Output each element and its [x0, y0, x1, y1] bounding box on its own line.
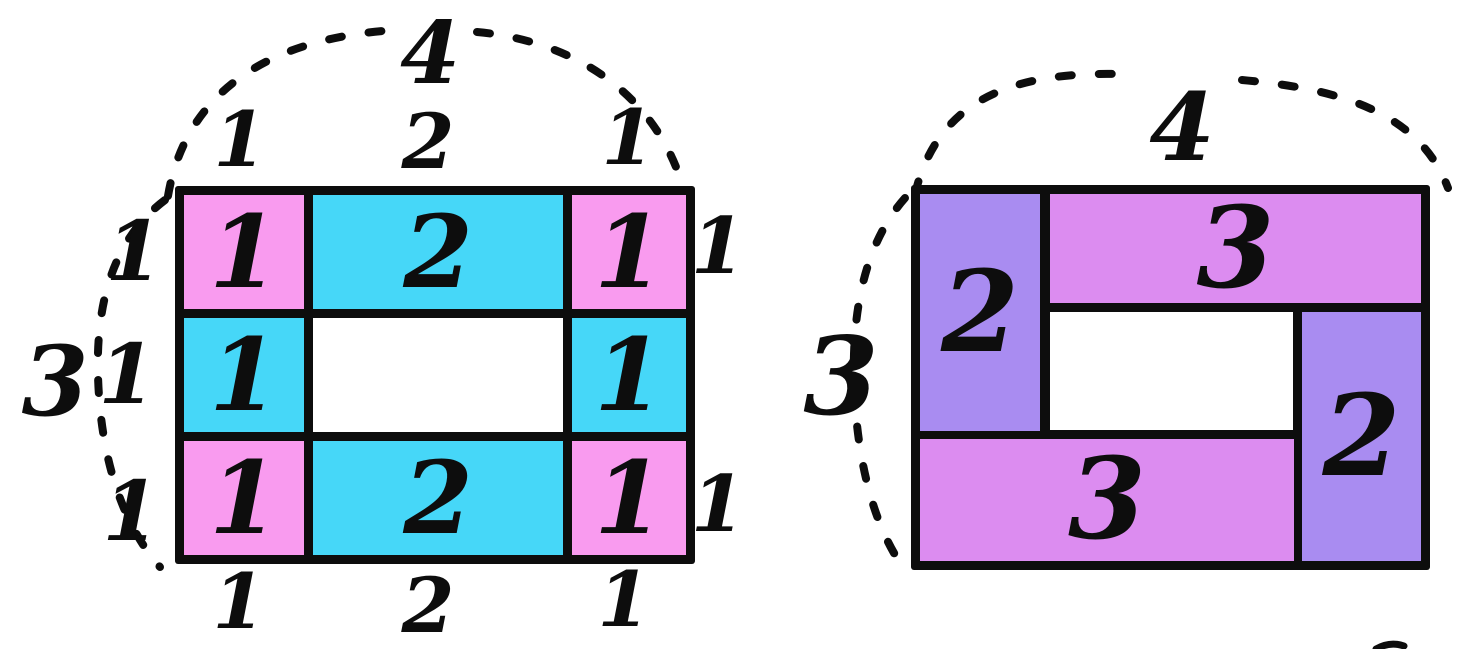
right-cell-bottom-row: 3 — [920, 439, 1294, 561]
left-bottom-edge-label-1: 1 — [212, 557, 266, 646]
left-top-edge-label-2: 2 — [401, 97, 455, 186]
left-cell-r1c2: 2 — [313, 195, 563, 309]
right-cell-left-column: 2 — [920, 194, 1040, 431]
right-diagram-width-total-label: 4 — [1149, 73, 1215, 183]
left-cell-center-empty — [313, 318, 563, 432]
cell-value: 1 — [594, 316, 664, 434]
left-cell-r3c2: 2 — [313, 441, 563, 555]
cell-value: 3 — [1068, 434, 1146, 565]
left-top-edge-label-1: 1 — [213, 95, 267, 184]
cell-value: 1 — [209, 439, 279, 557]
left-left-edge-label-1: 1 — [105, 204, 163, 300]
left-rectangle: 1 2 1 1 1 1 2 1 — [175, 186, 695, 564]
left-diagram-height-total-label: 3 — [21, 325, 89, 438]
cell-value: 3 — [1196, 182, 1275, 314]
cell-value: 2 — [403, 439, 473, 557]
right-rectangle: 2 3 2 3 — [911, 185, 1430, 570]
right-cell-right-column: 2 — [1302, 312, 1421, 561]
bottom-right-tick — [1372, 640, 1408, 649]
left-cell-r1c1: 1 — [184, 195, 304, 309]
left-right-edge-label-1: 1 — [690, 201, 746, 292]
right-diagram-height-total-label: 3 — [803, 314, 879, 440]
left-top-edge-label-3: 1 — [601, 93, 655, 182]
left-right-edge-label-2: 1 — [690, 459, 746, 550]
left-cell-r1c3: 1 — [572, 195, 686, 309]
left-cell-r3c3: 1 — [572, 441, 686, 555]
cell-value: 1 — [209, 316, 279, 434]
left-cell-r2c3: 1 — [572, 318, 686, 432]
left-cell-r2c1: 1 — [184, 318, 304, 432]
cell-value: 1 — [594, 193, 664, 311]
cell-value: 1 — [594, 439, 664, 557]
left-left-edge-label-3: 1 — [102, 464, 160, 560]
left-top-arc-segment-a — [164, 26, 400, 200]
right-cell-center-empty — [1050, 312, 1293, 430]
right-top-arc-segment-a — [911, 69, 1122, 198]
left-diagram-width-total-label: 4 — [400, 3, 460, 104]
cell-value: 2 — [1322, 370, 1401, 502]
left-left-edge-label-2: 1 — [98, 327, 156, 423]
left-bottom-edge-label-3: 1 — [597, 555, 651, 644]
right-cell-top-row: 3 — [1050, 182, 1421, 314]
cell-value: 2 — [403, 193, 473, 311]
right-top-arc-segment-b — [1238, 76, 1452, 192]
left-cell-r3c1: 1 — [184, 441, 304, 555]
cell-value: 1 — [209, 193, 279, 311]
left-bottom-edge-label-2: 2 — [401, 561, 455, 649]
cell-value: 2 — [941, 246, 1019, 378]
